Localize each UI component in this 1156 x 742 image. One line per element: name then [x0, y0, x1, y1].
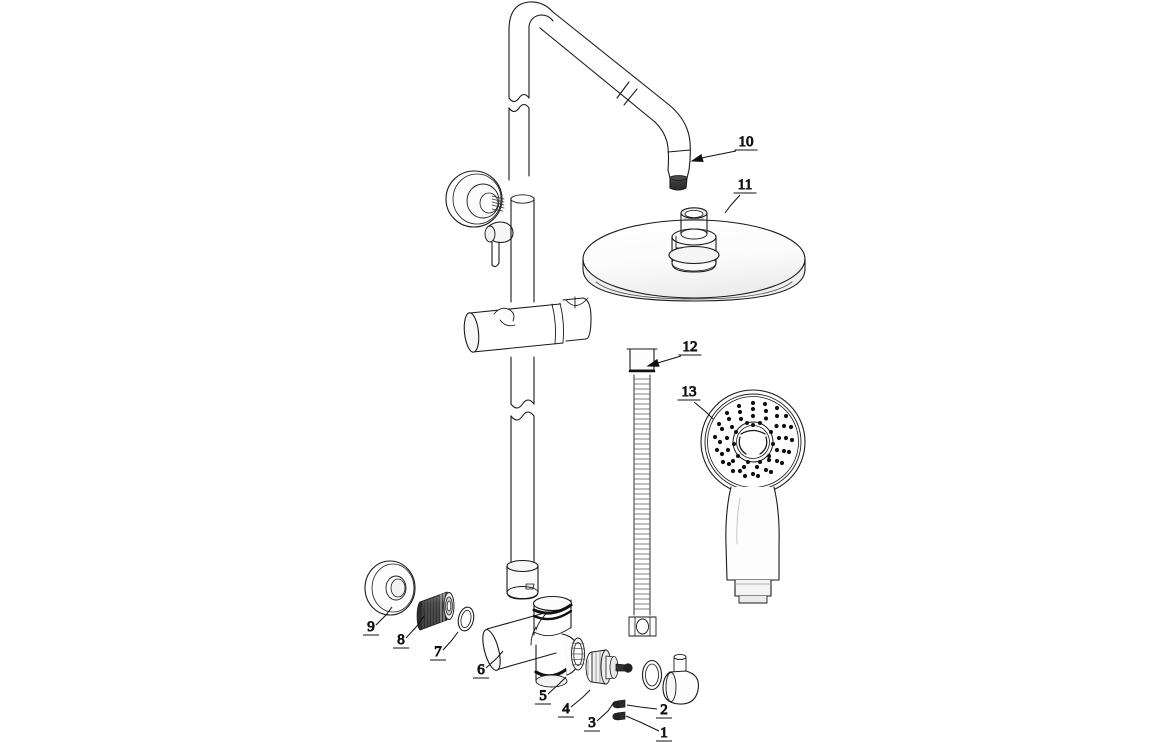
callout-number-1: 1 — [660, 725, 668, 741]
part-o-ring — [457, 606, 475, 632]
part-wall-bracket — [445, 170, 514, 268]
callout-number-10: 10 — [739, 134, 754, 150]
callout-4: 4 — [558, 689, 591, 718]
callout-leader — [375, 606, 393, 626]
part-cover-plate — [364, 560, 416, 616]
callout-leader — [625, 715, 660, 732]
part-wall-connector — [416, 591, 455, 631]
callout-number-2: 2 — [660, 702, 668, 718]
callout-1: 1 — [625, 715, 672, 742]
callout-leader — [547, 676, 567, 695]
callout-10: 10 — [690, 134, 758, 162]
callout-number-8: 8 — [397, 632, 405, 648]
part-rain-shower-head — [582, 207, 806, 302]
part-grub-screw — [612, 699, 626, 709]
callout-8: 8 — [393, 615, 425, 649]
callout-leader — [596, 701, 615, 722]
callout-9: 9 — [363, 606, 393, 636]
part-valve-body — [482, 595, 586, 688]
callout-5: 5 — [535, 676, 567, 705]
callout-2: 2 — [626, 702, 672, 719]
callout-arrowhead — [646, 358, 660, 367]
callout-6: 6 — [473, 650, 504, 679]
callout-arrowhead — [690, 154, 704, 162]
part-washer-seal — [641, 659, 663, 691]
callout-number-7: 7 — [434, 644, 442, 660]
callout-11: 11 — [724, 177, 757, 214]
part-handle-knob — [662, 653, 700, 705]
callout-leader — [442, 631, 459, 651]
part-hand-shower-handset — [700, 389, 806, 604]
part-shower-arm — [508, 1, 691, 191]
callout-12: 12 — [646, 339, 702, 367]
part-handset-holder — [463, 296, 592, 353]
callout-leader — [626, 704, 658, 710]
callout-leader — [570, 689, 591, 708]
callout-number-5: 5 — [539, 688, 547, 704]
part-riser-rail — [506, 194, 539, 600]
callout-leader — [724, 194, 741, 214]
callout-leader — [693, 401, 714, 420]
callout-7: 7 — [430, 631, 459, 661]
callout-number-3: 3 — [588, 715, 596, 731]
part-ceramic-cartridge — [585, 649, 633, 685]
callout-number-4: 4 — [562, 701, 570, 717]
callout-leader — [485, 650, 504, 669]
callout-number-11: 11 — [738, 177, 752, 193]
callout-3: 3 — [584, 701, 615, 732]
callout-number-12: 12 — [683, 339, 698, 355]
callout-13: 13 — [677, 384, 714, 420]
callout-number-9: 9 — [367, 619, 375, 635]
callout-leader — [405, 615, 425, 639]
callout-number-13: 13 — [682, 384, 697, 400]
part-fixing-screw-small — [612, 711, 626, 721]
callout-number-6: 6 — [477, 662, 485, 678]
part-shower-hose — [626, 348, 658, 637]
